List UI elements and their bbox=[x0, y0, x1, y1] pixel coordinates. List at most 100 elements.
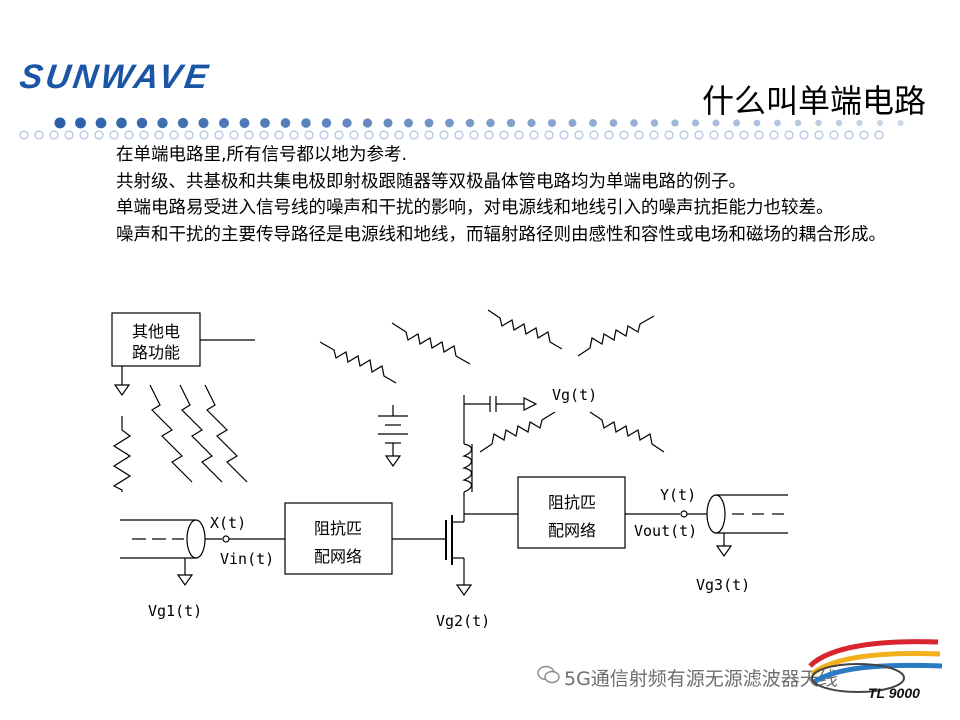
vg-label: Vg(t) bbox=[552, 386, 597, 404]
divider-ring bbox=[514, 130, 524, 140]
divider-ring bbox=[649, 130, 659, 140]
divider-ring bbox=[424, 130, 434, 140]
divider-dot bbox=[815, 119, 822, 127]
divider-ring bbox=[64, 130, 74, 140]
divider-ring bbox=[394, 130, 404, 140]
divider-dot bbox=[75, 117, 86, 129]
noise-zigzag-4 bbox=[204, 384, 248, 483]
vg3-label: Vg3(t) bbox=[696, 576, 750, 594]
noise-zigzag-2 bbox=[149, 384, 193, 483]
noise-zigzag-7 bbox=[487, 309, 563, 350]
divider-dot bbox=[650, 119, 659, 127]
divider-ring bbox=[814, 130, 824, 140]
divider-dot bbox=[465, 118, 475, 128]
divider-dot bbox=[753, 119, 761, 127]
divider-dot bbox=[527, 118, 536, 128]
divider-ring bbox=[214, 130, 224, 140]
divider-ring bbox=[154, 130, 164, 140]
divider-ring bbox=[274, 130, 284, 140]
paragraph: 共射级、共基极和共集电极即射极跟随器等双极晶体管电路均为单端电路的例子。 bbox=[116, 171, 746, 192]
divider-ring bbox=[94, 130, 104, 140]
divider-ring bbox=[634, 130, 644, 140]
paragraph: 单端电路易受进入信号线的噪声和干扰的影响，对电源线和地线引入的噪声抗拒能力也较差… bbox=[116, 198, 834, 219]
divider-dot bbox=[671, 119, 679, 127]
noise-zigzag-9 bbox=[479, 411, 556, 453]
divider-dot bbox=[712, 119, 720, 127]
divider-ring bbox=[304, 130, 314, 140]
matching-network-1-label-1: 阻抗匹 bbox=[314, 519, 362, 538]
matching-network-2-label-1: 阻抗匹 bbox=[548, 493, 596, 512]
divider-dot bbox=[54, 117, 66, 129]
divider-ring bbox=[334, 130, 344, 140]
divider-ring bbox=[739, 130, 749, 140]
divider-dot bbox=[506, 118, 516, 128]
divider-dot bbox=[424, 118, 434, 128]
divider-dot bbox=[897, 120, 904, 126]
divider-ring bbox=[709, 130, 719, 140]
divider-dot bbox=[342, 118, 352, 128]
sunwave-logo: SUNWAVE bbox=[17, 58, 214, 96]
divider-ring bbox=[469, 130, 479, 140]
divider-ring bbox=[529, 130, 539, 140]
divider-dot bbox=[116, 117, 127, 129]
noise-zigzag-1 bbox=[112, 416, 132, 492]
divider-ring bbox=[724, 130, 734, 140]
divider-ring bbox=[244, 130, 254, 140]
vout-label: Vout(t) bbox=[634, 522, 697, 540]
divider-dot bbox=[691, 119, 700, 127]
divider-dot bbox=[774, 119, 781, 127]
divider-ring bbox=[349, 130, 359, 140]
divider-ring bbox=[169, 130, 179, 140]
divider-dot bbox=[876, 119, 884, 127]
divider-ring bbox=[289, 130, 299, 140]
divider-dot bbox=[589, 119, 597, 127]
noise-zigzag-6 bbox=[391, 322, 471, 365]
divider-ring bbox=[844, 130, 854, 140]
body-text: 在单端电路里,所有信号都以地为参考. 共射级、共基极和共集电极即射极跟随器等双极… bbox=[84, 142, 914, 248]
paragraph: 噪声和干扰的主要传导路径是电源线和地线，而辐射路径则由感性和容性或电场和磁场的耦… bbox=[116, 224, 886, 245]
divider-dot bbox=[486, 118, 495, 128]
divider-dot bbox=[239, 118, 250, 128]
divider-ring bbox=[319, 130, 329, 140]
matching-network-2 bbox=[517, 476, 626, 549]
divider-dot bbox=[383, 118, 393, 128]
divider-ring bbox=[379, 130, 389, 140]
wechat-icon bbox=[537, 665, 560, 684]
divider-ring bbox=[664, 130, 674, 140]
divider-ring bbox=[574, 130, 584, 140]
divider-dot bbox=[301, 118, 311, 128]
divider-ring bbox=[604, 130, 614, 140]
divider-ring bbox=[199, 130, 209, 140]
divider-ring bbox=[874, 130, 884, 140]
divider-dot bbox=[733, 119, 740, 127]
divider-ring bbox=[619, 130, 629, 140]
divider-ring bbox=[439, 130, 449, 140]
noise-zigzag-8 bbox=[577, 315, 655, 357]
divider-ring bbox=[139, 130, 149, 140]
divider-ring bbox=[184, 130, 194, 140]
divider-dot bbox=[856, 119, 863, 127]
divider-dot bbox=[794, 119, 802, 127]
divider-ring bbox=[589, 130, 599, 140]
divider-dot bbox=[609, 119, 618, 127]
divider-ring bbox=[109, 130, 119, 140]
slide-title: 什么叫单端电路 bbox=[701, 82, 926, 120]
divider-ring bbox=[829, 130, 839, 140]
watermark-text: 5G通信射频有源无源滤波器天线 bbox=[564, 668, 838, 690]
divider-dot bbox=[136, 117, 148, 129]
divider-ring bbox=[124, 130, 134, 140]
divider-ring bbox=[259, 130, 269, 140]
divider-ring bbox=[34, 130, 44, 140]
xt-label: X(t) bbox=[210, 514, 246, 532]
divider-dot bbox=[95, 117, 107, 129]
divider-dot bbox=[321, 118, 332, 128]
divider-dot bbox=[445, 118, 454, 128]
vin-label: Vin(t) bbox=[220, 550, 274, 568]
other-function-label-1: 其他电 bbox=[132, 322, 180, 341]
divider-dot bbox=[404, 118, 413, 128]
divider-ring bbox=[754, 130, 764, 140]
divider-ring bbox=[499, 130, 509, 140]
dot-divider bbox=[19, 117, 904, 140]
divider-dot bbox=[835, 119, 843, 127]
matching-network-2-label-2: 配网络 bbox=[548, 521, 596, 540]
